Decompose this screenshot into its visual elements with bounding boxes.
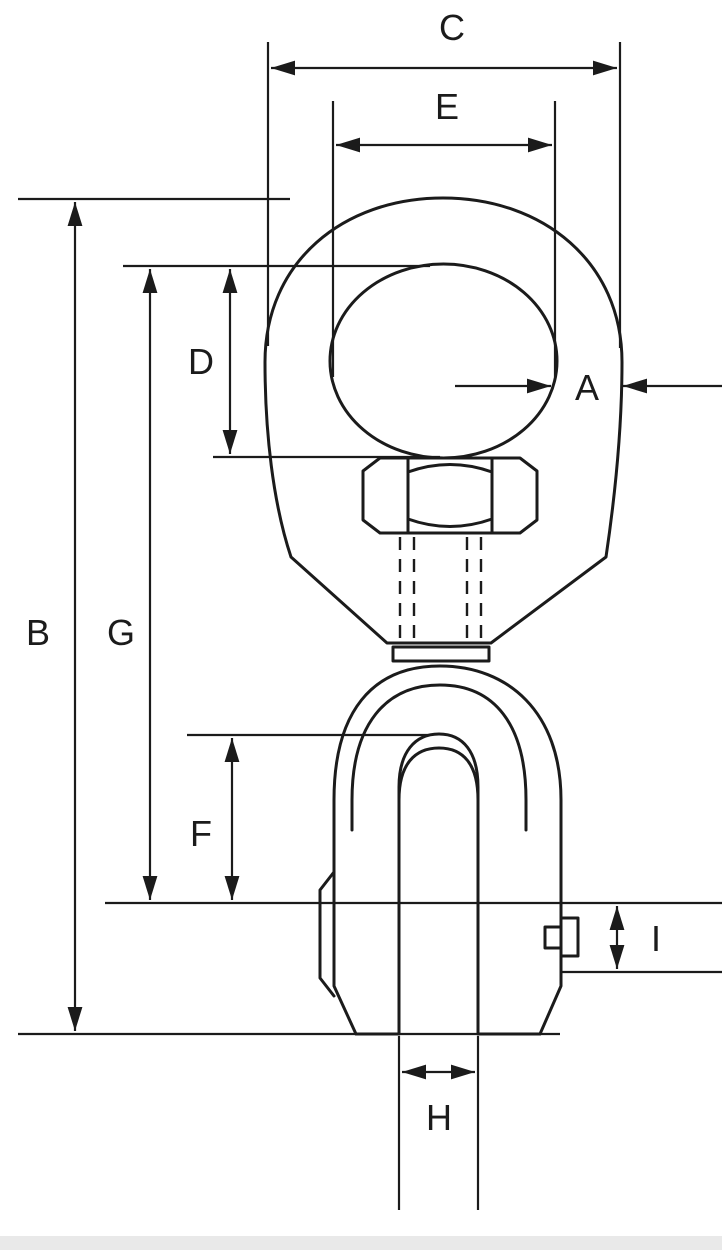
dimension-b: B bbox=[18, 197, 560, 1036]
dimension-i: I bbox=[561, 906, 722, 974]
nut-chamfer-arc-top bbox=[406, 463, 494, 474]
dimension-label-e: E bbox=[435, 86, 459, 127]
hex-nut bbox=[361, 456, 539, 535]
dimension-d: D bbox=[188, 269, 440, 459]
swivel-collar bbox=[391, 645, 491, 663]
dimension-label-h: H bbox=[426, 1097, 452, 1138]
jaw-outer-contour bbox=[332, 664, 563, 1036]
dimension-label-i: I bbox=[651, 918, 661, 959]
dimension-label-c: C bbox=[439, 7, 465, 48]
hidden-stud-lines bbox=[398, 537, 483, 641]
dimension-label-b: B bbox=[26, 612, 50, 653]
dimension-g: G bbox=[105, 264, 722, 905]
eye-outer-contour bbox=[263, 196, 624, 645]
dimensions: C E A B bbox=[18, 7, 722, 1210]
dimension-c: C bbox=[266, 7, 622, 348]
jaw-opening-contour bbox=[397, 732, 480, 1036]
dimension-e: E bbox=[331, 86, 557, 377]
dimension-f: F bbox=[187, 733, 430, 900]
jaw-middle-arc bbox=[350, 683, 528, 832]
dimension-label-f: F bbox=[190, 813, 212, 854]
pin-boss-left bbox=[318, 870, 336, 998]
dimension-h: H bbox=[397, 1036, 480, 1210]
dimension-label-g: G bbox=[107, 612, 135, 653]
hex-nut-body bbox=[361, 456, 539, 535]
jaw bbox=[318, 664, 580, 1036]
dimension-a: A bbox=[455, 367, 722, 408]
nut-chamfer-arc-bottom bbox=[406, 517, 494, 528]
eye-inner-contour bbox=[328, 262, 559, 460]
dimension-label-d: D bbox=[188, 341, 214, 382]
pin-retainer-mark bbox=[543, 925, 563, 950]
jaw-opening-inner-arc bbox=[397, 746, 480, 802]
dimension-label-a: A bbox=[575, 367, 599, 408]
footer-bar bbox=[0, 1236, 722, 1250]
pin-end-right bbox=[559, 916, 580, 958]
part-drawing bbox=[263, 196, 624, 1036]
